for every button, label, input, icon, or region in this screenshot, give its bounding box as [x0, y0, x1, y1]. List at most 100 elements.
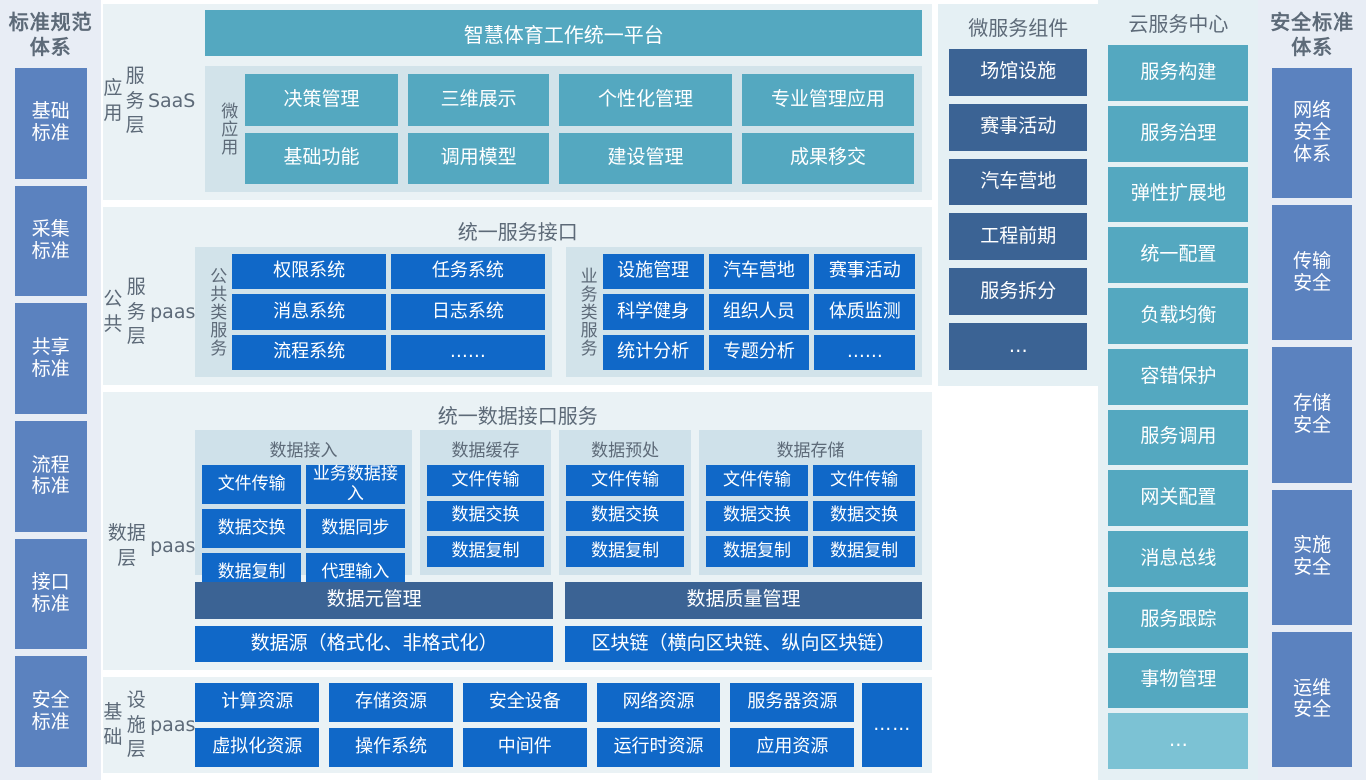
security-label: 运维安全 [1293, 676, 1332, 721]
cloud-service-tile[interactable]: 网关配置 [1108, 470, 1249, 526]
service-tile[interactable]: 消息系统 [232, 294, 387, 330]
app-tile[interactable]: 决策管理 [245, 74, 398, 126]
service-tile-more[interactable]: …… [391, 334, 545, 370]
infra-tile[interactable]: 服务器资源 [730, 683, 855, 722]
cloud-service-tile-more[interactable]: … [1108, 713, 1249, 769]
cloud-service-tile[interactable]: 事物管理 [1108, 652, 1249, 709]
app-tile[interactable]: 个性化管理 [559, 74, 732, 126]
service-tile[interactable]: 流程系统 [232, 334, 387, 370]
cloud-service-tile[interactable]: 服务调用 [1108, 409, 1249, 466]
app-tile[interactable]: 基础功能 [245, 132, 398, 184]
data-source-bar[interactable]: 数据源（格式化、非格式化） [195, 625, 553, 662]
data-cache-group: 数据缓存 文件传输 数据交换 数据复制 [419, 430, 552, 575]
infra-tile[interactable]: 计算资源 [195, 683, 320, 722]
service-tile[interactable]: 日志系统 [391, 294, 545, 330]
data-tile[interactable]: 数据复制 [426, 536, 545, 567]
service-tile[interactable]: 统计分析 [602, 334, 704, 370]
data-tile[interactable]: 文件传输 [426, 465, 545, 496]
public-class-service-grid: 权限系统 任务系统 消息系统 日志系统 流程系统 …… [232, 254, 545, 370]
cloud-service-tile[interactable]: 服务跟踪 [1108, 591, 1249, 648]
security-item-operations[interactable]: 运维安全 [1272, 631, 1353, 768]
infra-tile[interactable]: 存储资源 [329, 683, 453, 722]
microservice-tile[interactable]: 服务拆分 [949, 268, 1088, 316]
microservice-tile[interactable]: 工程前期 [949, 213, 1088, 261]
app-tile[interactable]: 调用模型 [407, 132, 550, 184]
cloud-service-tile[interactable]: 弹性扩展地 [1108, 166, 1249, 223]
standard-item-sharing[interactable]: 共享标准 [14, 303, 87, 415]
service-tile-more[interactable]: …… [814, 334, 916, 370]
service-tile[interactable]: 任务系统 [391, 254, 545, 290]
infra-tile-more[interactable]: …… [862, 683, 923, 767]
service-tile[interactable]: 汽车营地 [708, 254, 810, 290]
data-tile[interactable]: 文件传输 [202, 465, 302, 505]
security-item-network[interactable]: 网络安全体系 [1272, 68, 1353, 199]
service-tile[interactable]: 专题分析 [708, 334, 810, 370]
infra-tile[interactable]: 网络资源 [596, 683, 721, 722]
microservice-tile-more[interactable]: … [949, 323, 1088, 370]
unified-platform-title: 智慧体育工作统一平台 [205, 10, 923, 56]
data-tile[interactable]: 数据交换 [566, 500, 684, 532]
cloud-service-tile[interactable]: 服务治理 [1108, 105, 1249, 162]
data-group-grid: 文件传输 数据交换 数据复制 [566, 465, 684, 567]
service-tile[interactable]: 组织人员 [708, 294, 810, 330]
security-item-transmission[interactable]: 传输安全 [1272, 205, 1353, 341]
standard-item-basic[interactable]: 基础标准 [14, 68, 87, 179]
app-tile[interactable]: 建设管理 [559, 132, 732, 184]
service-tile[interactable]: 设施管理 [602, 254, 704, 290]
data-tile[interactable]: 数据复制 [705, 536, 809, 567]
data-tile[interactable]: 数据交换 [813, 500, 916, 532]
data-tile[interactable]: 数据交换 [202, 509, 302, 549]
standards-title-line2: 体系 [29, 35, 72, 59]
cloud-service-tile[interactable]: 负载均衡 [1108, 288, 1249, 344]
metadata-management-bar[interactable]: 数据元管理 [195, 582, 553, 619]
service-tile[interactable]: 体质监测 [814, 294, 916, 330]
cloud-service-tile[interactable]: 服务构建 [1108, 45, 1249, 101]
app-tile[interactable]: 成果移交 [741, 132, 915, 184]
data-tile[interactable]: 数据交换 [426, 500, 545, 532]
data-group-title: 数据接入 [269, 441, 338, 461]
service-tile[interactable]: 赛事活动 [814, 254, 916, 290]
security-label: 网络安全体系 [1293, 99, 1332, 165]
infra-tile[interactable]: 操作系统 [329, 728, 453, 767]
microservice-tile[interactable]: 场馆设施 [949, 49, 1088, 96]
data-quality-management-bar[interactable]: 数据质量管理 [564, 582, 923, 619]
infra-tile[interactable]: 虚拟化资源 [195, 728, 320, 767]
security-item-implementation[interactable]: 实施安全 [1272, 489, 1353, 625]
data-tile[interactable]: 数据复制 [566, 536, 684, 567]
blockchain-bar[interactable]: 区块链（横向区块链、纵向区块链） [564, 625, 923, 662]
business-class-service-vertical-label: 业务类服务 [576, 267, 597, 357]
infra-tile[interactable]: 运行时资源 [596, 728, 721, 767]
security-label: 实施安全 [1293, 534, 1332, 579]
unified-data-interface-title: 统一数据接口服务 [437, 403, 598, 428]
data-tile[interactable]: 数据复制 [813, 536, 916, 567]
security-label: 存储安全 [1293, 392, 1332, 436]
standard-item-process[interactable]: 流程标准 [14, 421, 87, 532]
infra-tile[interactable]: 中间件 [462, 728, 587, 767]
standard-item-collection[interactable]: 采集标准 [14, 185, 87, 297]
standard-item-interface[interactable]: 接口标准 [14, 538, 87, 650]
standard-item-security[interactable]: 安全标准 [14, 656, 87, 768]
app-tile[interactable]: 三维展示 [407, 74, 550, 126]
security-title-line2: 体系 [1291, 35, 1334, 59]
data-management-bars: 数据元管理 数据源（格式化、非格式化） 数据质量管理 区块链（横向区块链、纵向区… [195, 582, 923, 662]
public-class-service-vertical-label: 公共类服务 [206, 267, 227, 357]
microservice-tile[interactable]: 汽车营地 [949, 158, 1088, 206]
security-item-storage[interactable]: 存储安全 [1272, 347, 1353, 483]
infra-tile[interactable]: 应用资源 [730, 728, 855, 767]
service-tile[interactable]: 权限系统 [232, 254, 387, 290]
data-tile[interactable]: 业务数据接入 [306, 464, 405, 505]
data-tile[interactable]: 文件传输 [813, 465, 916, 496]
app-tile[interactable]: 专业管理应用 [741, 74, 915, 126]
cloud-service-tile[interactable]: 容错保护 [1108, 348, 1249, 405]
data-tile[interactable]: 数据交换 [705, 500, 809, 532]
cloud-service-tile[interactable]: 统一配置 [1108, 227, 1249, 283]
cloud-service-tile[interactable]: 消息总线 [1108, 531, 1249, 587]
data-tile[interactable]: 文件传输 [566, 465, 684, 496]
infra-tile[interactable]: 安全设备 [462, 683, 587, 722]
microservice-tile[interactable]: 赛事活动 [949, 103, 1088, 151]
data-tile[interactable]: 数据同步 [306, 509, 405, 549]
data-tile[interactable]: 文件传输 [705, 465, 809, 496]
business-class-service-grid: 设施管理 汽车营地 赛事活动 科学健身 组织人员 体质监测 统计分析 专题分析 … [602, 254, 916, 370]
service-tile[interactable]: 科学健身 [602, 294, 704, 330]
